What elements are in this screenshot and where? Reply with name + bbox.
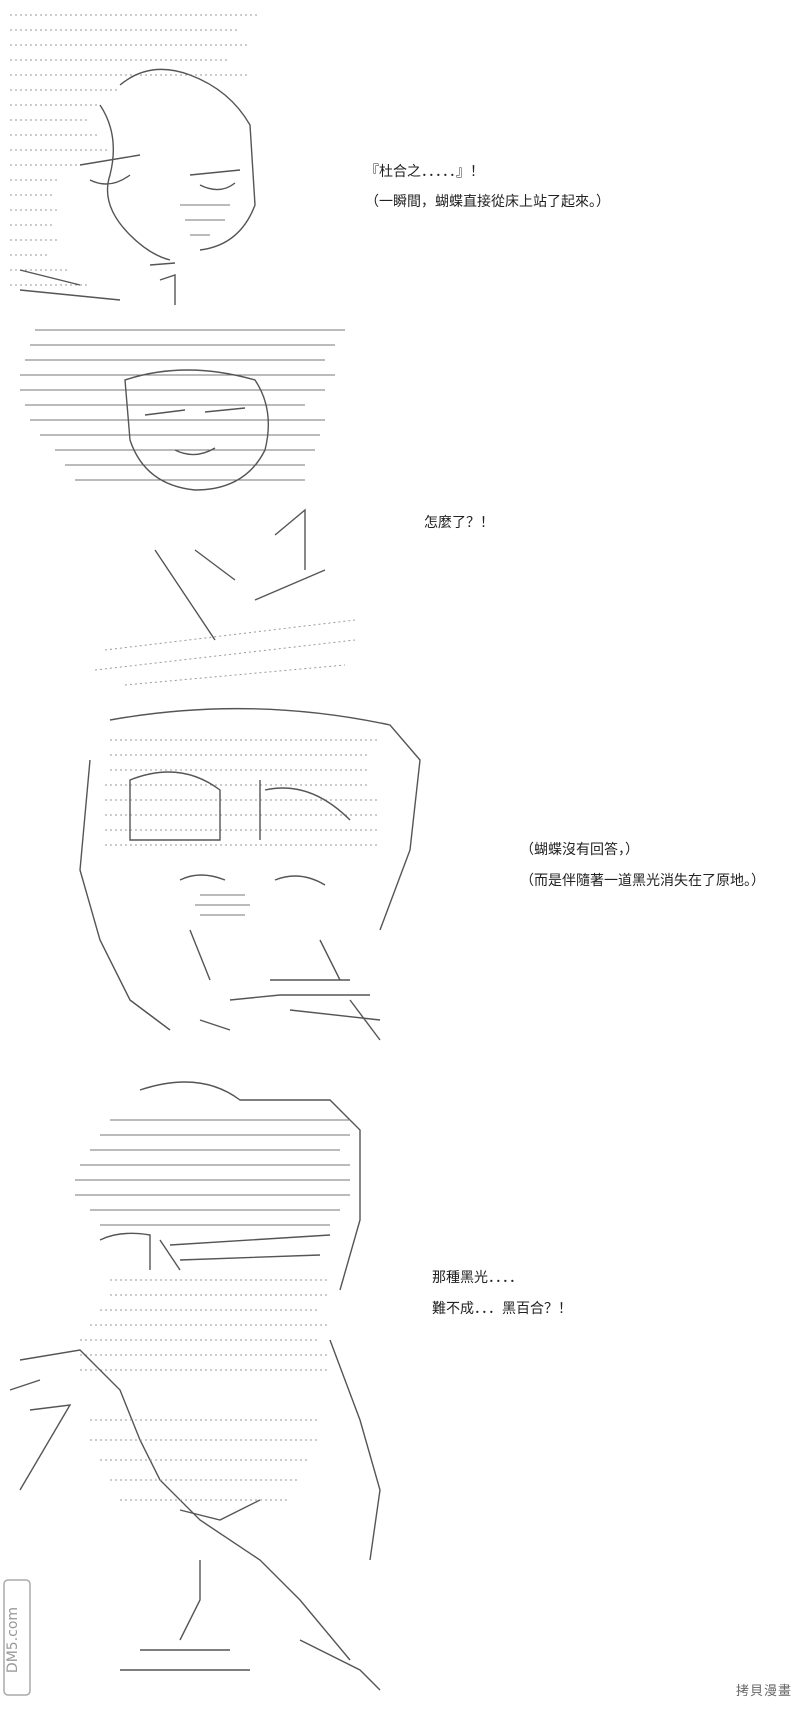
caption-1b: （一瞬間，蝴蝶直接從床上站了起來。） [365,194,610,210]
caption-3a: （蝴蝶沒有回答，） [520,842,639,858]
caption-4b: 難不成．．．黑百合？！ [432,1301,572,1317]
panel-4: 那種黑光．．．． 難不成．．．黑百合？！ [0,1060,800,1705]
caption-4a: 那種黑光．．．． [432,1270,523,1286]
panel-2: 怎麼了？！ [0,320,800,690]
panel-3: （蝴蝶沒有回答，） （而是伴隨著一道黑光消失在了原地。） [0,700,800,1050]
ascii-art-character-3 [50,700,450,1045]
ascii-art-character-2 [5,320,365,690]
caption-1a: 『杜合之．．．．．』！ [365,164,484,180]
dm5-logo-watermark: DM5.com [0,1570,40,1705]
ascii-art-character-1 [0,5,275,305]
ascii-art-character-4 [0,1060,400,1705]
panel-1: 『杜合之．．．．．』！ （一瞬間，蝴蝶直接從床上站了起來。） [0,0,800,310]
caption-2a: 怎麼了？！ [424,515,494,531]
svg-text:DM5.com: DM5.com [5,1607,21,1673]
caption-3b: （而是伴隨著一道黑光消失在了原地。） [520,873,765,889]
copy-manga-watermark: 拷貝漫畫 [735,1684,792,1699]
